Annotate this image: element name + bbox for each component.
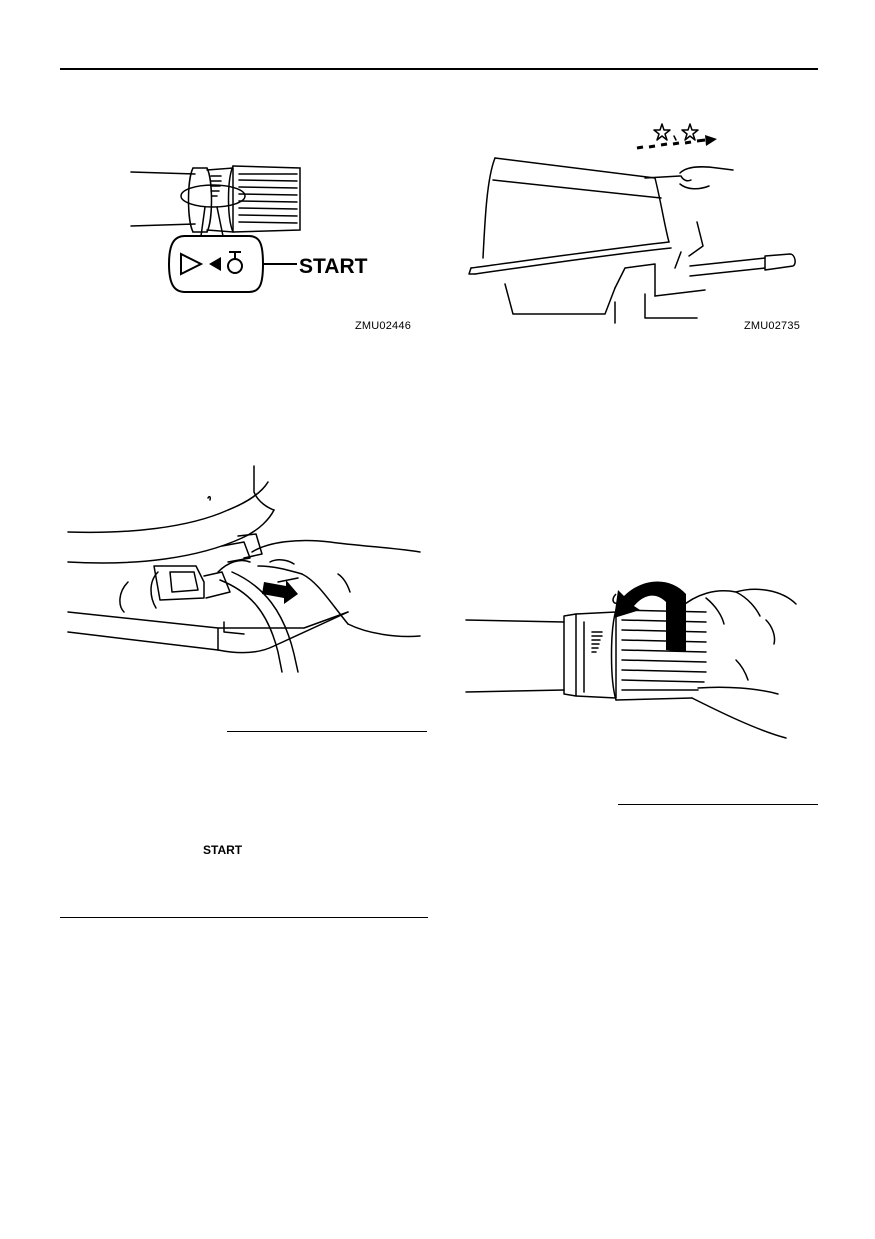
figure-code-zmu02735: ZMU02735 — [744, 320, 801, 332]
section-end-rule — [60, 917, 428, 918]
twist-grip-illustration — [466, 581, 806, 740]
engine-cover-illustration — [465, 118, 805, 323]
page-header-rule — [60, 68, 818, 70]
throttle-grip-illustration — [125, 160, 385, 300]
fuel-connector-illustration — [68, 462, 428, 682]
section-rule-right — [618, 804, 818, 805]
figure-code-zmu02446: ZMU02446 — [355, 320, 412, 332]
start-label: START — [299, 255, 368, 278]
inline-start-text: START — [203, 843, 243, 857]
section-rule — [227, 731, 427, 732]
